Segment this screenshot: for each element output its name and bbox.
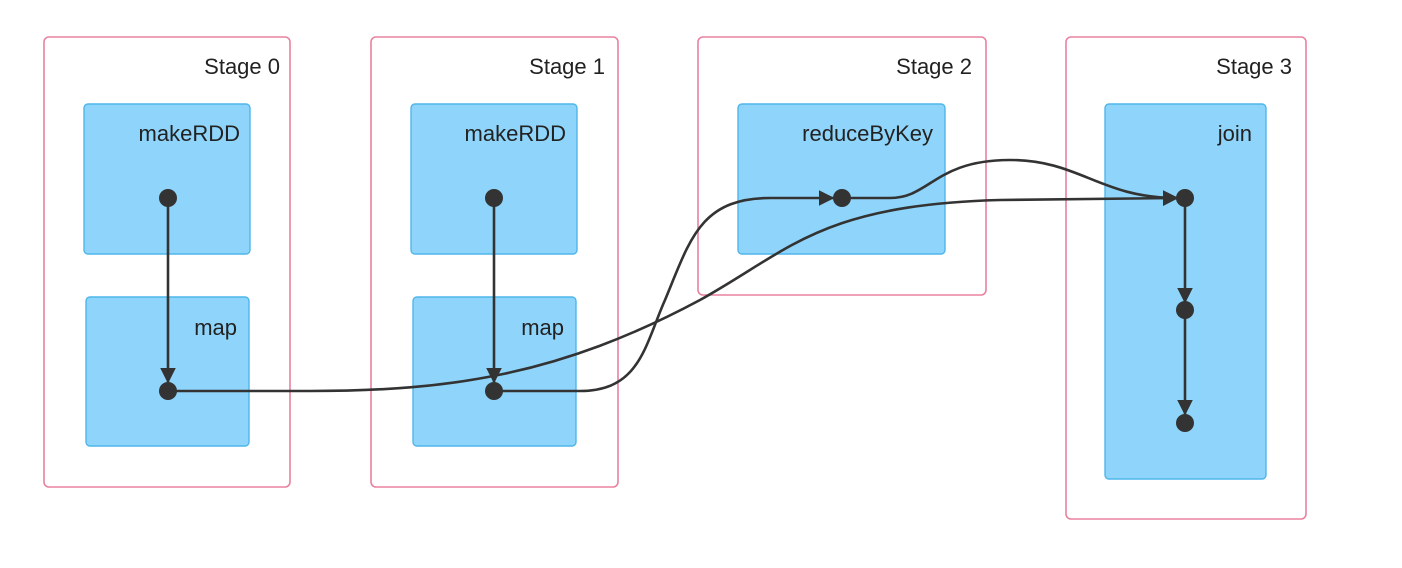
stage-0-op-makeRDD-label: makeRDD: [139, 121, 240, 146]
edge-stage0-map-to-join: [168, 190, 1179, 393]
edges: [160, 158, 1193, 416]
node-stage0-makerdd[interactable]: [159, 189, 177, 207]
node-stage1-map[interactable]: [485, 382, 503, 400]
stage-1-op-makeRDD-label: makeRDD: [465, 121, 566, 146]
stage-0-label: Stage 0: [204, 54, 280, 79]
stage-1-op-map-label: map: [521, 315, 564, 340]
stage-2-op-reduceByKey-box: [737, 103, 946, 255]
stage-2-op-reduceByKey-label: reduceByKey: [802, 121, 933, 146]
node-stage0-map[interactable]: [159, 382, 177, 400]
stage-3-op-join-label: join: [1217, 121, 1252, 146]
edge-reducebykey-to-join: [842, 158, 1179, 206]
stage-0-op-makeRDD[interactable]: makeRDD: [83, 103, 251, 255]
node-stage3-join-2[interactable]: [1176, 301, 1194, 319]
node-stage3-join-3[interactable]: [1176, 414, 1194, 432]
stage-0-op-map-label: map: [194, 315, 237, 340]
stage-2-label: Stage 2: [896, 54, 972, 79]
nodes: [159, 189, 1194, 432]
edge-stage1-map-to-reducebykey: [494, 190, 835, 393]
node-stage1-makerdd[interactable]: [485, 189, 503, 207]
node-stage3-join-1[interactable]: [1176, 189, 1194, 207]
stage-3-label: Stage 3: [1216, 54, 1292, 79]
stage-1-op-makeRDD[interactable]: makeRDD: [410, 103, 578, 255]
stage-1-label: Stage 1: [529, 54, 605, 79]
node-stage2-reducebykey[interactable]: [833, 189, 851, 207]
stage-2: Stage 2 reduceByKey: [697, 36, 987, 296]
stage-2-op-reduceByKey[interactable]: reduceByKey: [737, 103, 946, 255]
